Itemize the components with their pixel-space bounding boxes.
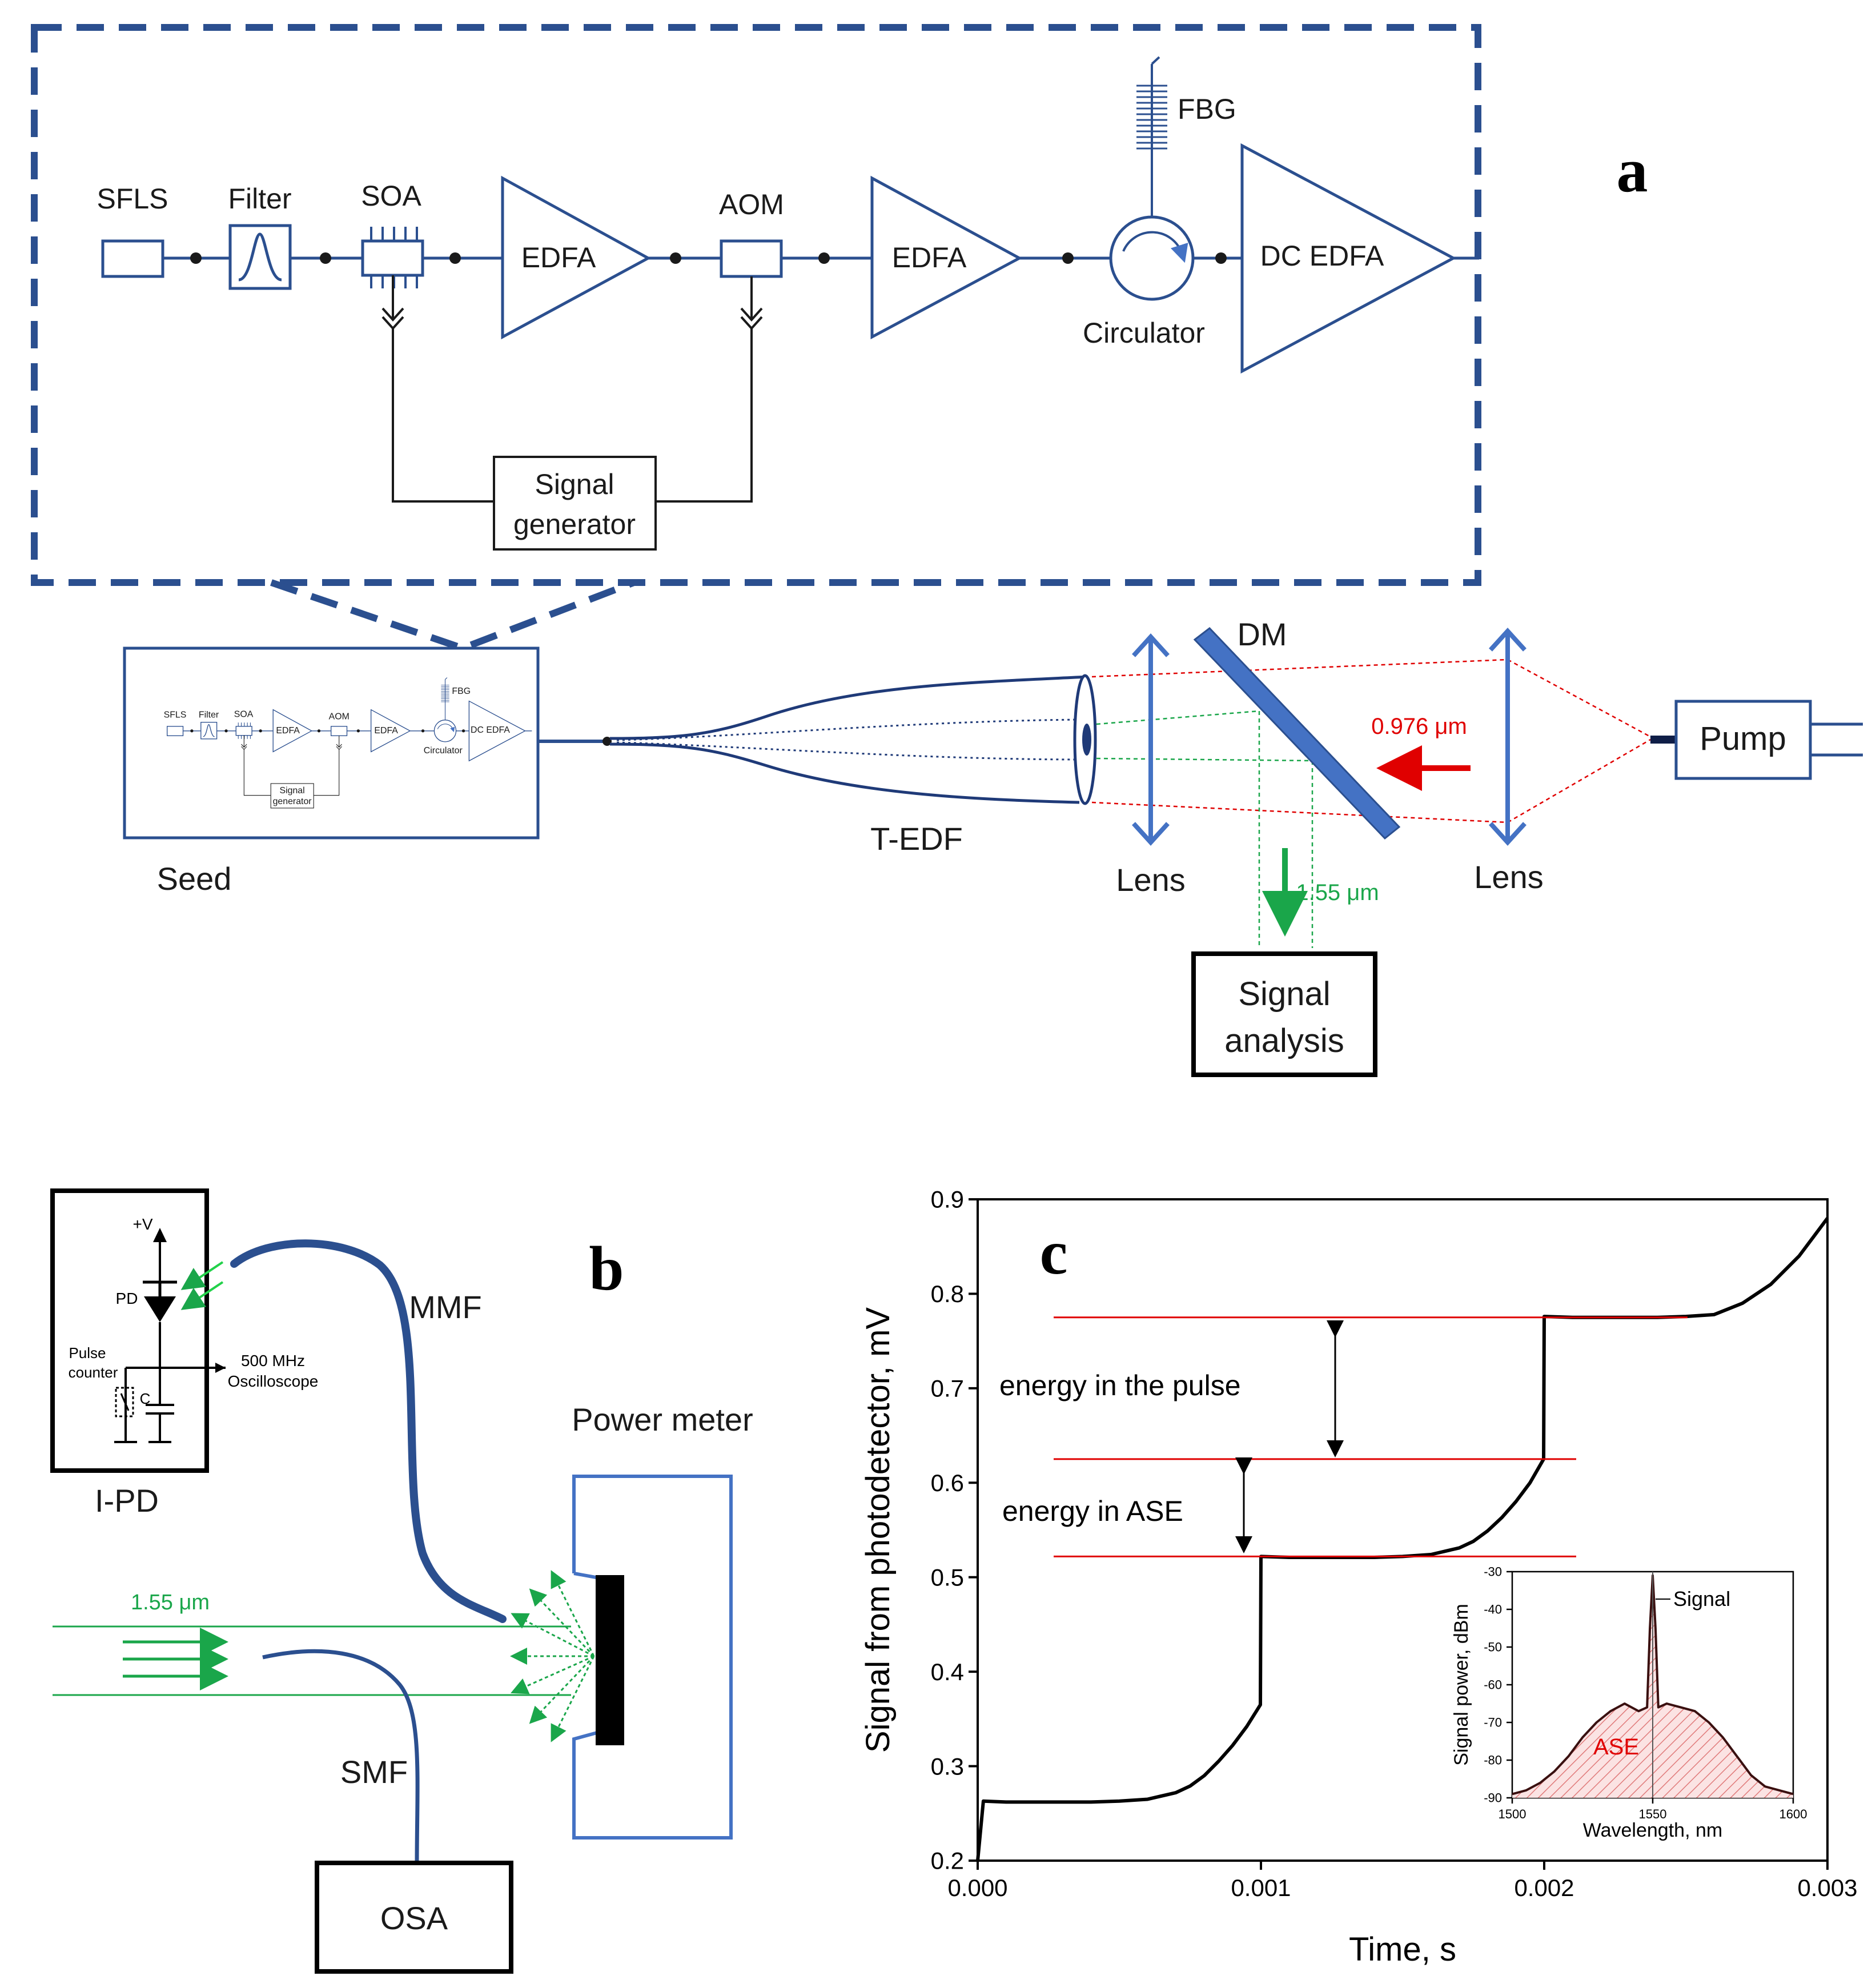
panel-a-letter: a [1617,135,1648,205]
y-tick-label: -80 [1484,1753,1502,1768]
mmf-label: MMF [409,1289,482,1325]
pulse-counter-label-1: Pulse [69,1344,106,1362]
panel-a: SFLS Filter SOA EDFA AOM EDFA FBG Circul… [31,24,1863,1077]
panel-c-letter: c [1040,1218,1068,1287]
power-meter-housing [572,1475,733,1840]
x-tick-label: 1500 [1499,1807,1526,1821]
y-tick-label: -90 [1484,1791,1502,1805]
edfa2-label: EDFA [892,242,967,274]
dm-label: DM [1237,616,1287,652]
edfa1-label: EDFA [521,242,596,274]
x-tick-label: 0.002 [1514,1874,1574,1901]
filter-label: Filter [228,183,291,215]
x-tick-label: 0.003 [1797,1874,1857,1901]
panel-b: +V PD Pulse counter C 500 MHz Oscillosco… [50,1188,753,1974]
svg-text:Filter: Filter [199,710,219,720]
svg-text:SOA: SOA [234,709,254,719]
aom-label: AOM [719,188,784,220]
inset-signal-label: Signal [1673,1587,1730,1611]
lens-left-label: Lens [1116,862,1185,898]
smf-fiber [262,1649,420,1863]
lens-right-label: Lens [1474,859,1543,895]
soa-label: SOA [361,180,421,212]
signal-analysis-label-1: Signal [1238,975,1330,1013]
y-tick-label: 0.3 [931,1753,964,1780]
svg-text:generator: generator [273,797,312,806]
ase-spectrum-inset: 1500 1550 1600 -30 -40 -50 -60 -70 -80 -90Wavelen… [1451,1565,1807,1841]
annotation-energy-ase: energy in ASE [1002,1495,1183,1527]
pump-box [1674,700,1812,780]
signal-wavelength-label: 1.55 μm [1296,880,1379,905]
seed-label: Seed [157,861,232,897]
y-tick-label: 0.7 [931,1375,964,1402]
y-tick-label: 0.9 [931,1186,964,1213]
x-axis-label: Wavelength, nm [1583,1820,1722,1841]
tapered-fiber [609,674,1097,805]
tedf-label: T-EDF [870,821,963,857]
signal-generator-label-1: Signal [535,468,614,500]
y-tick-label: -30 [1484,1565,1502,1579]
circulator-label: Circulator [1083,317,1205,349]
ipd-label: I-PD [95,1483,159,1519]
seed-miniature: SFLS Filter SOA EDFA AOM EDFA FBG Circul… [164,678,532,808]
panel-b-wavelength-label: 1.55 μm [131,1591,210,1614]
y-tick-label: 0.6 [931,1469,964,1496]
y-tick-label: -60 [1484,1678,1502,1692]
osa-box [315,1861,513,1974]
pulse-counter-label-2: counter [69,1364,118,1381]
inset-ase-label: ASE [1593,1734,1639,1760]
svg-text:AOM: AOM [329,712,350,721]
annotation-energy-pulse: energy in the pulse [999,1369,1241,1401]
smf-label: SMF [340,1754,408,1790]
ipd-box [50,1188,209,1473]
signal-generator-label-2: generator [513,508,636,540]
seed-schematic [103,57,1479,549]
x-tick-label: 0.001 [1231,1874,1291,1901]
x-axis-label: Time, s [1349,1931,1456,1968]
sfls-label: SFLS [97,183,168,215]
svg-text:EDFA: EDFA [276,726,300,736]
y-tick-label: -40 [1484,1603,1502,1617]
pump-wavelength-label: 0.976 μm [1371,714,1467,739]
dichroic-mirror [1193,626,1401,840]
svg-text:Circulator: Circulator [424,746,463,756]
lens-left [1132,633,1170,846]
panel-b-letter: b [589,1234,624,1303]
pd-label: PD [116,1290,138,1307]
svg-text:FBG: FBG [452,686,471,696]
y-tick-label: -70 [1484,1716,1502,1730]
x-tick-label: 1600 [1779,1807,1807,1821]
y-tick-label: -50 [1484,1640,1502,1654]
power-meter-detector [596,1575,624,1745]
y-axis-label: Signal power, dBm [1451,1604,1472,1766]
y-tick-label: 0.8 [931,1280,964,1307]
osa-label: OSA [380,1900,448,1936]
pump-label: Pump [1700,720,1786,757]
capacitor-label: C [140,1390,151,1407]
power-meter-label: Power meter [572,1401,753,1437]
y-tick-label: 0.4 [931,1658,964,1685]
y-axis-label: Signal from photodetector, mV [859,1307,897,1753]
dc-edfa-label: DC EDFA [1260,240,1384,272]
signal-analysis-box [1191,951,1377,1077]
mmf-fiber [230,1239,507,1623]
svg-text:Signal: Signal [279,786,304,796]
signal-analysis-label-2: analysis [1224,1022,1344,1059]
oscilloscope-label-2: Oscilloscope [228,1372,319,1390]
y-tick-label: 0.2 [931,1848,964,1874]
lens-right [1489,628,1526,846]
svg-text:SFLS: SFLS [164,710,187,720]
plus-v-label: +V [132,1215,152,1233]
oscilloscope-label-1: 500 MHz [241,1352,305,1369]
y-tick-label: 0.5 [931,1564,964,1591]
svg-text:EDFA: EDFA [374,726,398,736]
x-tick-label: 1550 [1639,1807,1667,1821]
panel-c: 0.000 0.001 0.002 0.003 0.2 0.3 0.4 0.5 0.6 0.7 0.… [859,1186,1858,1968]
fbg-label: FBG [1178,93,1236,125]
svg-text:DC EDFA: DC EDFA [471,725,510,735]
x-tick-label: 0.000 [947,1874,1007,1901]
